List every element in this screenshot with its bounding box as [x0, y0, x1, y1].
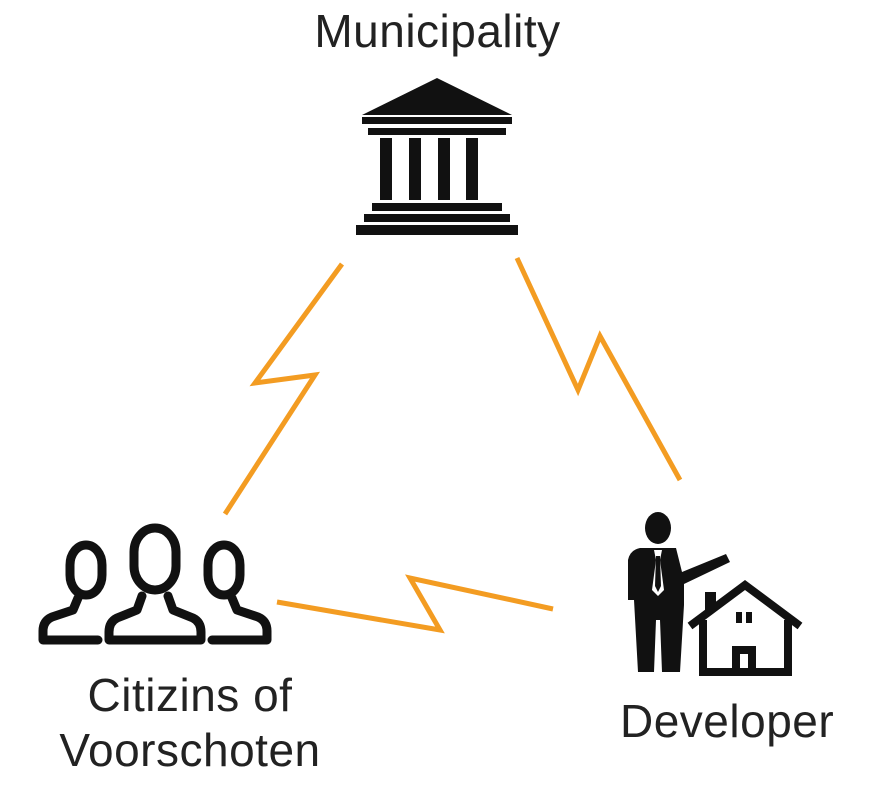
people-group-icon [38, 523, 272, 645]
government-building-icon [356, 78, 518, 235]
developer-label: Developer [620, 695, 835, 747]
citizens-label-line1: Citizins of [87, 669, 293, 721]
citizens-label: Citizins of Voorschoten [0, 668, 380, 778]
businessman-house-icon [628, 512, 803, 676]
link-municipality-developer [514, 256, 683, 482]
municipality-label: Municipality [314, 5, 561, 57]
citizens-label-line2: Voorschoten [59, 724, 321, 777]
link-municipality-citizens [222, 262, 345, 516]
link-citizens-developer [276, 574, 554, 634]
